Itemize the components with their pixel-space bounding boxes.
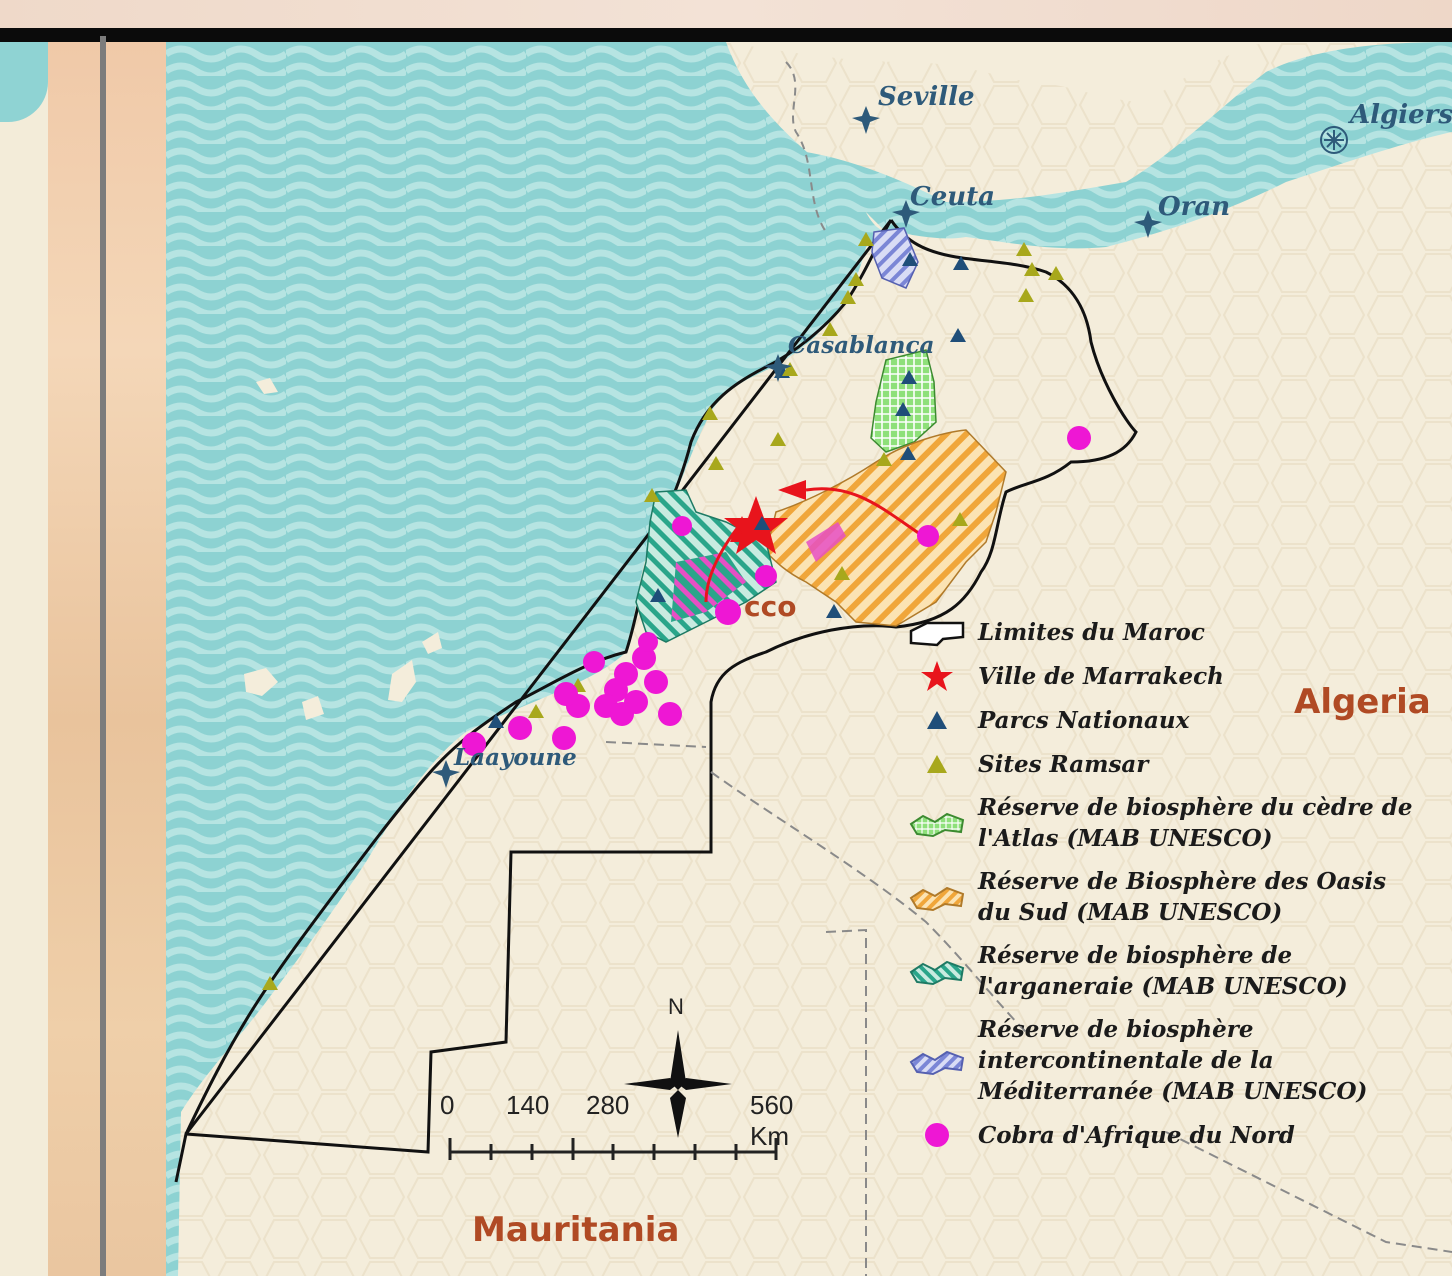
legend-label: Réserve de biosphère intercontinentale d… [978,1016,1368,1105]
legend-label: Réserve de biosphère de l'arganeraie (MA… [978,942,1348,1000]
morocco-map: Seville Algiers Ceuta Oran Casablanca La… [166,42,1452,1276]
oasis-cobra-zone [806,522,846,562]
legend-item-parks: Parcs Nationaux [906,704,1426,736]
country-label-mauritania: Mauritania [472,1210,680,1250]
scale-label-280: 280 [586,1090,630,1120]
blue-triangle-icon [906,704,968,736]
national-parks [488,252,969,728]
morocco-border [174,219,1138,1183]
route-arrowhead-east [778,480,806,500]
scale-bar-line [448,1138,778,1160]
legend-label: Parcs Nationaux [978,706,1190,734]
iberian-land [726,42,1266,102]
oasis-reserve [765,429,1007,627]
canary-islands [244,378,442,720]
vertical-divider [100,36,106,1276]
country-label-algeria: Algeria [1294,682,1431,722]
city-label-oran: Oran [1158,192,1231,222]
legend-item-cobra: Cobra d'Afrique du Nord [906,1119,1426,1151]
legend-label: Réserve de biosphère du cèdre de l'Atlas… [978,794,1413,852]
blue-hatch-patch-icon [906,1045,968,1077]
top-black-bar [0,28,1452,42]
legend-item-marrakech: Ville de Marrakech [906,660,1426,692]
city-label-algiers: Algiers [1350,100,1452,130]
city-label-ceuta: Ceuta [910,182,995,212]
legend-item-ramsar: Sites Ramsar [906,748,1426,780]
legend-item-cedar: Réserve de biosphère du cèdre de l'Atlas… [906,792,1426,854]
city-label-casablanca: Casablanca [788,332,935,359]
map-legend: Limites du Maroc Ville de Marrakech Parc… [906,616,1426,1163]
map-canvas [166,42,1452,1276]
desert-photo-strip [48,42,166,1276]
mediterranean-sea [806,42,1452,249]
legend-item-oasis: Réserve de Biosphère des Oasis du Sud (M… [906,866,1426,928]
red-star-icon [906,660,968,692]
scale-label-140: 140 [506,1090,550,1120]
city-label-seville: Seville [878,82,975,112]
top-background-band [0,0,1452,28]
cobra-sightings [462,426,1091,756]
outline-icon [906,616,968,648]
dashed-boundary [605,741,1027,1276]
scale-label-0: 0 [440,1090,455,1120]
legend-label: Ville de Marrakech [978,662,1224,690]
mediterranean-reserve [871,227,919,289]
legend-label: Réserve de Biosphère des Oasis du Sud (M… [978,868,1387,926]
legend-item-arganeraie: Réserve de biosphère de l'arganeraie (MA… [906,940,1426,1002]
city-markers [432,106,1348,788]
legend-label: Limites du Maroc [978,618,1205,646]
left-panel-sea [0,42,48,122]
cedar-atlas-reserve [870,349,937,453]
marrakech-star [724,496,788,554]
legend-item-borders: Limites du Maroc [906,616,1426,648]
legend-label: Sites Ramsar [978,750,1149,778]
magenta-dot-icon [906,1119,968,1151]
north-label: N [668,994,684,1019]
north-arrow-icon [624,1030,732,1138]
scale-bar: 0 140 280 560 Km [436,1090,796,1170]
city-label-laayoune: Laayoune [454,744,577,771]
dashed-boundary-iberia [785,61,827,233]
legend-label: Cobra d'Afrique du Nord [978,1121,1295,1149]
teal-hatch-patch-icon [906,955,968,987]
orange-hatch-patch-icon [906,881,968,913]
left-previous-slide-edge [0,42,48,1276]
dashed-boundary-east [1165,1131,1452,1253]
green-grid-patch-icon [906,807,968,839]
country-label-morocco: cco [744,590,797,623]
olive-triangle-icon [906,748,968,780]
atlantic-ocean [166,42,886,1276]
scale-label-560: 560 Km [750,1090,794,1151]
legend-item-mediterranean: Réserve de biosphère intercontinentale d… [906,1014,1426,1107]
ramsar-sites [262,232,1064,990]
